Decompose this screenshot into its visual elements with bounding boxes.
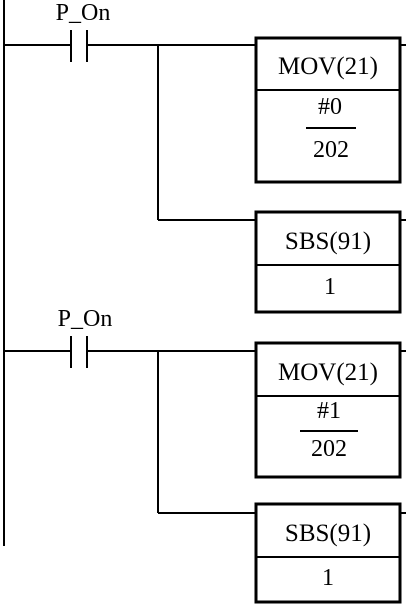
sbs-instruction-block: SBS(91) 1 (254, 502, 402, 604)
mov-dest-operand: 202 (313, 137, 349, 163)
rung-2: P_On MOV(21) #1 202 SBS(91) 1 (4, 306, 406, 604)
sbs-instruction-block: SBS(91) 1 (254, 210, 402, 314)
sbs-title: SBS(91) (285, 228, 371, 255)
mov-instruction-block: MOV(21) #0 202 (254, 36, 402, 184)
mov-title: MOV(21) (278, 359, 378, 386)
no-contact (70, 30, 88, 62)
mov-title: MOV(21) (278, 53, 378, 80)
mov-instruction-block: MOV(21) #1 202 (254, 341, 402, 479)
no-contact (70, 336, 88, 368)
mov-dest-operand: 202 (311, 436, 347, 462)
sbs-operand: 1 (322, 565, 334, 591)
sbs-title: SBS(91) (285, 520, 371, 547)
sbs-operand: 1 (324, 274, 336, 300)
contact-label: P_On (58, 306, 113, 332)
rung-1: P_On MOV(21) #0 202 SBS(91) 1 (4, 0, 406, 314)
mov-source-operand: #0 (318, 94, 342, 120)
contact-label: P_On (56, 0, 111, 26)
mov-source-operand: #1 (317, 398, 341, 424)
